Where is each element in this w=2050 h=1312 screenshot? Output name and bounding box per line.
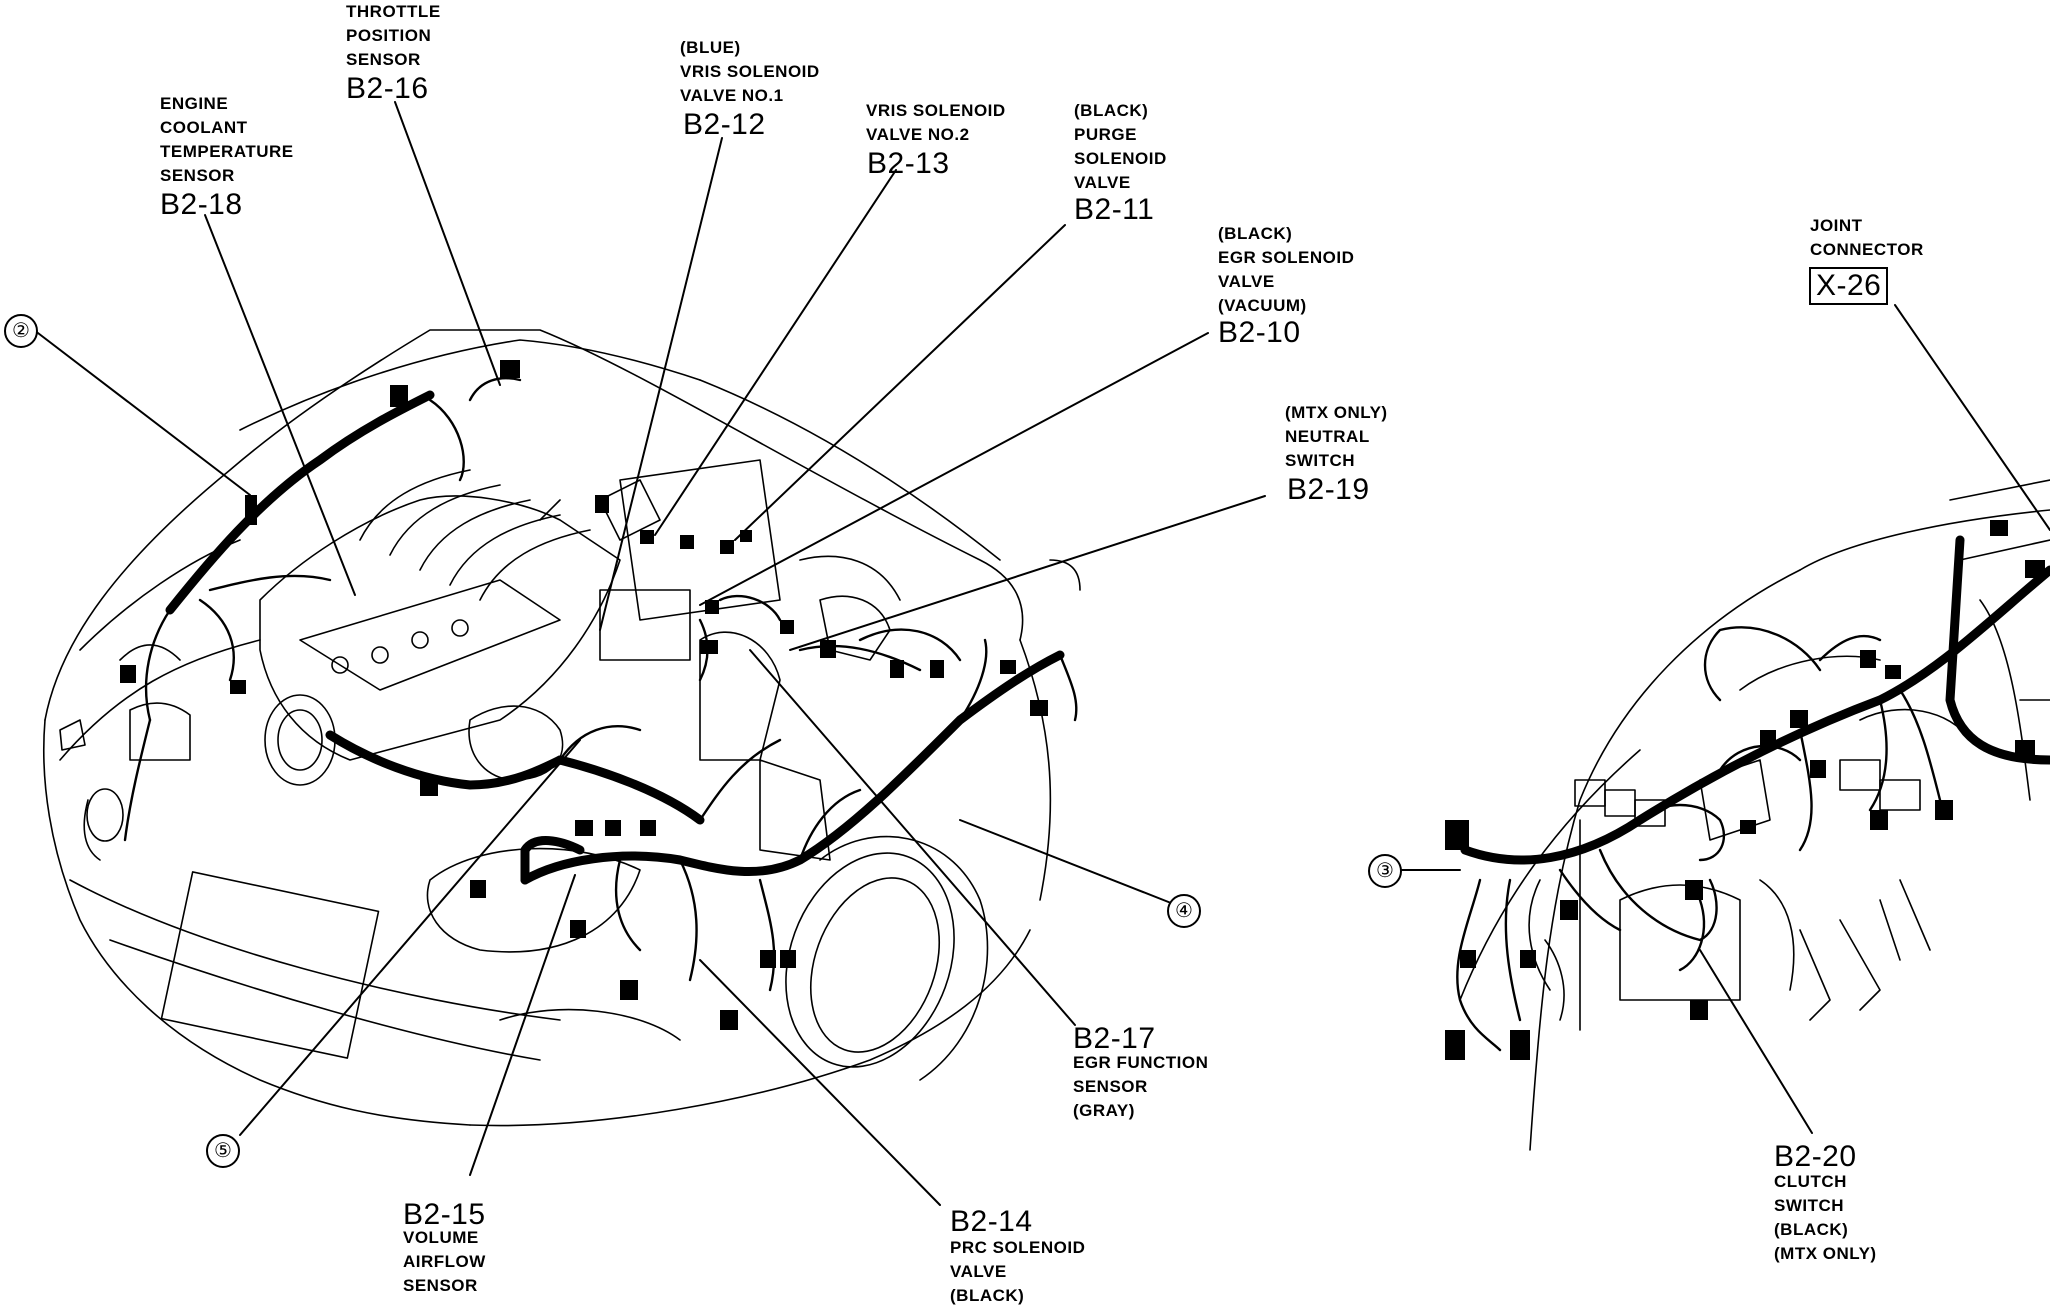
car-body-outline — [43, 329, 1052, 1127]
neutral-switch-code: B2-19 — [1287, 473, 1370, 506]
marker-4: ④ — [1167, 894, 1201, 928]
egr-function-sensor-label: EGR FUNCTION SENSOR (GRAY) — [1073, 1053, 1209, 1120]
egr-function-sensor-code: B2-17 — [1073, 1022, 1156, 1055]
throttle-position-sensor-code: B2-16 — [346, 72, 429, 105]
joint-connector-label: JOINT CONNECTOR — [1810, 216, 1924, 259]
vris-solenoid-valve-1-code: B2-12 — [683, 108, 766, 141]
prc-solenoid-valve-code: B2-14 — [950, 1205, 1033, 1238]
clutch-switch-code: B2-20 — [1774, 1140, 1857, 1173]
marker-2: ② — [4, 314, 38, 348]
dashboard-harness — [1460, 535, 2050, 865]
dashboard-connectors — [1445, 520, 2045, 1060]
purge-solenoid-valve-code: B2-11 — [1074, 193, 1155, 226]
engine-block — [59, 459, 1081, 861]
dashboard-relays — [1574, 759, 1921, 827]
purge-solenoid-valve-label: (BLACK) PURGE SOLENOID VALVE — [1074, 101, 1167, 192]
engine-wires-thin — [123, 377, 1078, 992]
vris-solenoid-valve-1-label: (BLUE) VRIS SOLENOID VALVE NO.1 — [680, 38, 820, 105]
marker-5: ⑤ — [206, 1134, 240, 1168]
egr-solenoid-valve-label: (BLACK) EGR SOLENOID VALVE (VACUUM) — [1218, 224, 1355, 315]
egr-solenoid-valve-code: B2-10 — [1218, 316, 1301, 349]
leader-lines — [33, 101, 2050, 1206]
dashboard-wires-thin — [1456, 626, 1942, 1052]
prc-solenoid-valve-label: PRC SOLENOID VALVE (BLACK) — [950, 1238, 1086, 1305]
vris-solenoid-valve-2-label: VRIS SOLENOID VALVE NO.2 — [866, 101, 1006, 144]
throttle-position-sensor-label: THROTTLE POSITION SENSOR — [346, 2, 441, 69]
engine-coolant-temperature-sensor-code: B2-18 — [160, 188, 243, 221]
clutch-switch-label: CLUTCH SWITCH (BLACK) (MTX ONLY) — [1774, 1172, 1877, 1263]
engine-connectors — [120, 360, 1048, 1030]
engine-wiring-harness — [165, 390, 1065, 885]
joint-connector-code: X-26 — [1809, 267, 1889, 305]
volume-airflow-sensor-label: VOLUME AIRFLOW SENSOR — [403, 1228, 486, 1295]
engine-coolant-temperature-sensor-label: ENGINE COOLANT TEMPERATURE SENSOR — [160, 94, 294, 185]
vris-solenoid-valve-2-code: B2-13 — [867, 147, 950, 180]
neutral-switch-label: (MTX ONLY) NEUTRAL SWITCH — [1285, 403, 1388, 470]
volume-airflow-sensor-code: B2-15 — [403, 1198, 486, 1231]
marker-3: ③ — [1368, 854, 1402, 888]
